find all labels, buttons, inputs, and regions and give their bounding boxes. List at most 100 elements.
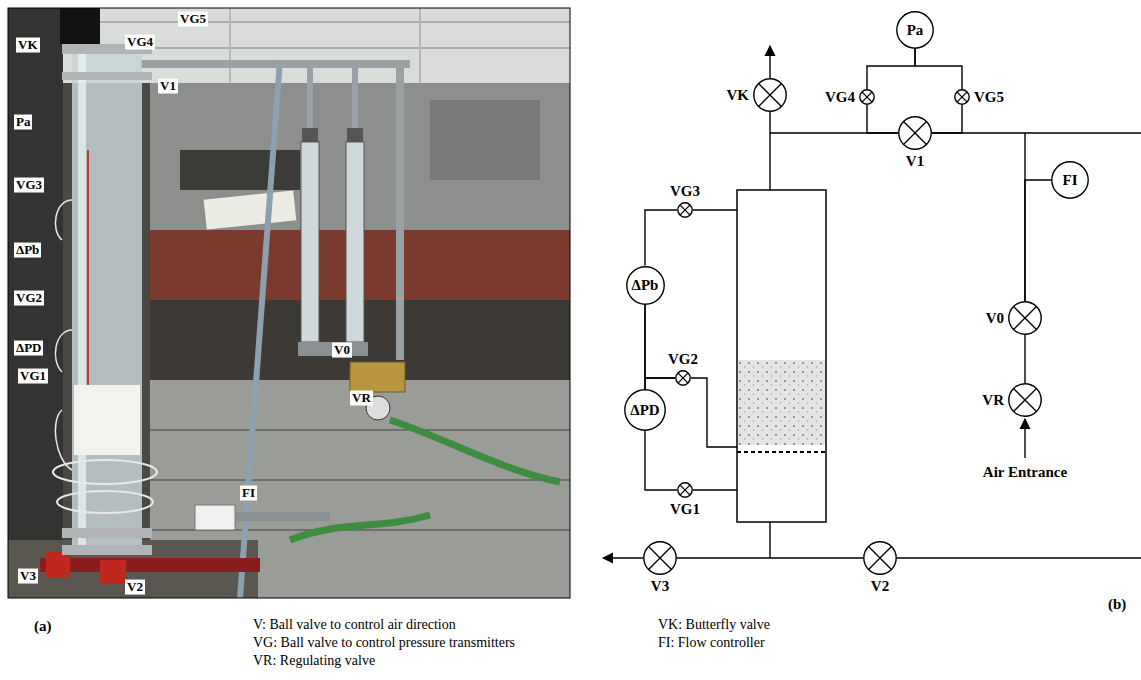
valve-outline <box>680 485 690 495</box>
valve-outline <box>862 92 872 102</box>
rig-photo <box>430 100 540 180</box>
valve-symbol: VG1 <box>677 482 693 498</box>
circle-outline <box>625 390 665 430</box>
rig-photo <box>195 505 235 530</box>
valve-outline <box>753 78 787 112</box>
valve-outline <box>863 541 897 575</box>
pipe-connector <box>1025 180 1051 301</box>
valve-symbol: VR <box>1008 383 1042 417</box>
rig-photo <box>350 362 405 392</box>
pipe-connector <box>770 112 898 133</box>
valve-label: VK <box>727 87 750 104</box>
valve-outline <box>898 116 932 150</box>
valve-symbol: VG4 <box>859 89 875 105</box>
valve-outline <box>1009 302 1041 334</box>
instrument-label: FI <box>1063 172 1078 189</box>
valve-outline <box>862 92 872 102</box>
pipe-connector <box>867 49 915 89</box>
panel-label: (b) <box>1106 596 1128 613</box>
rig-photo <box>46 552 70 578</box>
panel-label: (a) <box>32 618 54 635</box>
valve-label: V0 <box>986 310 1004 327</box>
rig-photo <box>100 560 126 584</box>
pipe <box>603 46 1141 558</box>
circle-outline <box>1052 162 1088 198</box>
photo-callout: ΔPb <box>14 243 41 258</box>
bed-column <box>737 190 826 522</box>
valve-outline <box>1014 389 1037 412</box>
rig-photo <box>302 128 318 142</box>
rig-photo <box>53 460 157 484</box>
photo-callout: V2 <box>125 580 145 595</box>
valve-outline <box>904 122 927 145</box>
photo-callout: VG1 <box>18 369 48 384</box>
valve-outline <box>869 547 892 570</box>
valve-symbol: V2 <box>863 541 897 575</box>
legend-note: VR: Regulating valve <box>253 653 375 669</box>
valve-outline <box>680 205 690 215</box>
instrument-label: ΔPD <box>630 402 659 419</box>
pipe-connector <box>645 431 677 490</box>
valve-outline <box>904 122 927 145</box>
rig-photo <box>8 8 63 598</box>
valve-outline <box>754 79 786 111</box>
rig-photo <box>150 479 570 481</box>
instrument-circle: FI <box>1051 161 1089 199</box>
valve-outline <box>860 90 874 104</box>
pipe-connector <box>645 210 677 266</box>
valve-outline <box>678 373 688 383</box>
valve-outline <box>678 203 692 217</box>
pipe <box>693 209 737 210</box>
valve-label: VG2 <box>668 351 698 368</box>
distributor-plate <box>737 451 826 453</box>
photo-callout: VG5 <box>178 12 208 27</box>
rig-photo <box>62 72 152 80</box>
rig-photo <box>150 429 570 431</box>
photo-callout: V3 <box>18 569 38 584</box>
pipe-connector <box>932 105 962 133</box>
valve-outline <box>677 202 693 218</box>
valve-outline <box>869 547 892 570</box>
pipe <box>1024 419 1025 458</box>
valve-label: V1 <box>906 153 924 170</box>
pipe-connector <box>867 105 898 133</box>
rig-photo <box>235 512 330 521</box>
valve-symbol: VG2 <box>675 370 691 386</box>
valve-outline <box>675 370 691 386</box>
valve-outline <box>759 84 782 107</box>
pipe-connector <box>1024 335 1025 383</box>
valve-symbol: V3 <box>643 541 677 575</box>
photo-callout: V0 <box>332 343 352 358</box>
rig-photo <box>347 128 363 142</box>
circle-outline <box>897 12 933 48</box>
rig-photo <box>55 200 72 240</box>
rig-photo <box>419 8 421 83</box>
valve-outline <box>957 92 967 102</box>
valve-label: V3 <box>651 578 669 595</box>
valve-outline <box>1008 383 1042 417</box>
pipe <box>897 557 1141 558</box>
valve-outline <box>644 542 676 574</box>
valve-outline <box>678 483 692 497</box>
circle-outline <box>626 266 663 303</box>
legend-note: V: Ball valve to control air direction <box>253 617 456 633</box>
pipe-connector <box>932 133 1025 301</box>
rig-photo <box>55 410 72 470</box>
rig-photo <box>8 8 570 598</box>
rig-photo <box>180 150 300 190</box>
rig-photo <box>72 54 142 550</box>
legend-note: VK: Butterfly valve <box>658 617 770 633</box>
valve-outline <box>1014 389 1037 412</box>
valve-outline <box>955 90 969 104</box>
rig-photo <box>301 142 319 342</box>
valve-symbol: V0 <box>1008 301 1042 335</box>
legend-note: VG: Ball valve to control pressure trans… <box>253 635 515 651</box>
rig-photo <box>396 60 404 360</box>
rig-photo <box>352 68 358 128</box>
photo-callout: Pa <box>14 115 32 130</box>
pipe <box>769 46 770 78</box>
valve-symbol: V1 <box>898 116 932 150</box>
photo-callout: FI <box>240 486 257 501</box>
